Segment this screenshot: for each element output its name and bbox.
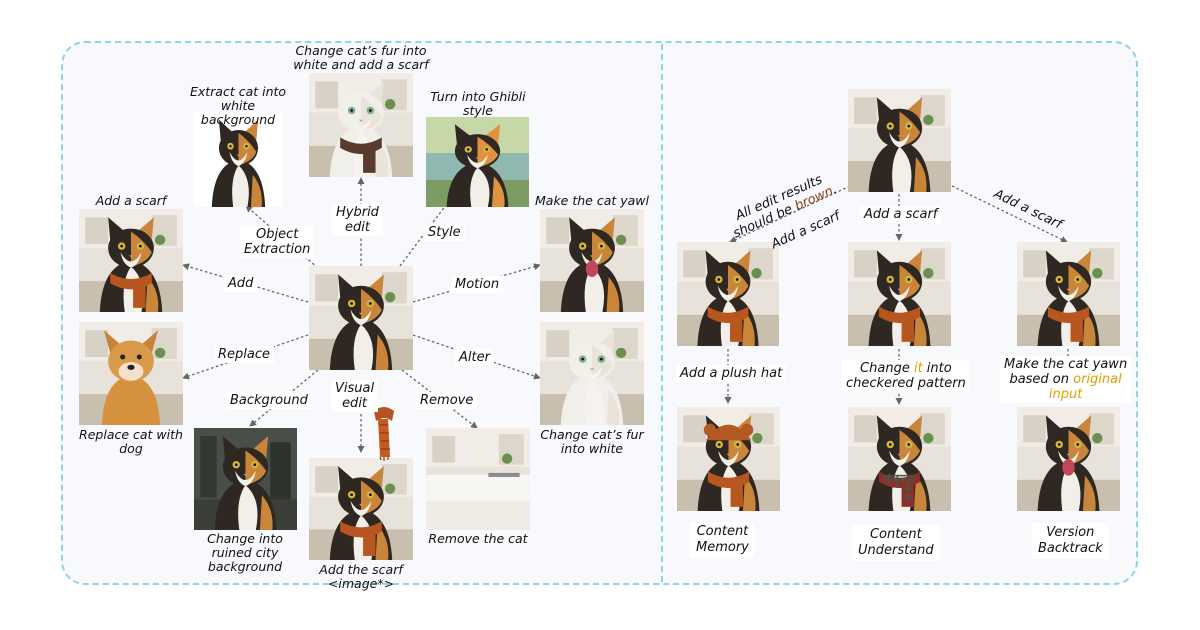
edge-label-add: Add: [224, 275, 258, 292]
result-image-background: [194, 428, 297, 530]
result-image-replace: [79, 322, 183, 425]
edge-right-right-branch: [951, 185, 1068, 243]
backtrack-step2-label: Make the cat yawn based on original inpu…: [1000, 356, 1132, 403]
caption-add: Add a scarf: [95, 193, 167, 208]
edge-label-replace: Replace: [214, 346, 275, 363]
understand-final-image: [848, 407, 951, 511]
understand-step2-label: Change it into checkered pattern: [842, 360, 970, 392]
understand-step1-image: [848, 242, 951, 346]
understand-step1-label: Add a scarf: [860, 206, 942, 223]
memory-step2-label: Add a plush hat: [676, 365, 787, 382]
edge-label-motion: Motion: [451, 276, 504, 293]
backtrack-step1-image: [1017, 242, 1120, 346]
result-image-object-extraction: [194, 112, 283, 207]
caption-remove: Remove the cat: [428, 531, 528, 546]
result-image-add: [79, 209, 183, 312]
source-cat-image: [309, 266, 413, 370]
caption-motion: Make the cat yawl: [535, 193, 649, 208]
result-image-visual-edit: [309, 458, 413, 560]
edge-label-background: Background: [226, 392, 312, 409]
memory-step1-image: [677, 242, 779, 346]
scarf-reference-icon: [374, 407, 394, 461]
result-image-style: [426, 117, 529, 207]
edge-label-alter: Alter: [455, 349, 494, 366]
result-image-alter: [540, 322, 644, 425]
backtrack-final-image: [1017, 407, 1120, 511]
result-image-remove: [426, 428, 530, 530]
panel-divider: [661, 44, 663, 582]
edge-label-style: Style: [424, 224, 465, 241]
caption-visual-edit: Add the scarf<image*>: [319, 562, 403, 591]
memory-final-image: [677, 407, 780, 511]
edge-label-remove: Remove: [416, 392, 478, 409]
edge-right-left-branch: [729, 185, 851, 243]
result-image-motion: [540, 209, 644, 312]
result-image-hybrid-edit: [309, 73, 413, 177]
right-source-cat-image: [848, 89, 951, 192]
